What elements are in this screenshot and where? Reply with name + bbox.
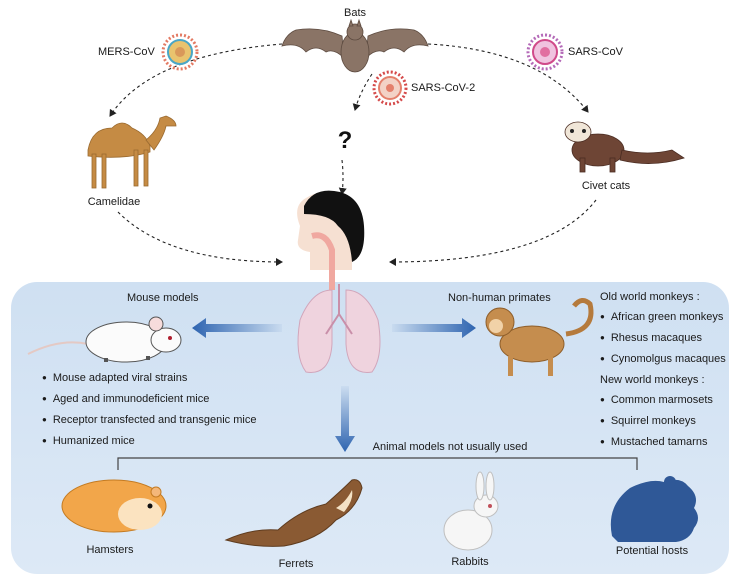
hamsters-label: Hamsters xyxy=(86,544,133,557)
lungs-icon xyxy=(298,284,380,372)
list-item: Squirrel monkeys xyxy=(600,411,726,432)
mers-virus-icon xyxy=(163,35,197,69)
list-item: Humanized mice xyxy=(42,431,256,452)
sars2-virus-icon xyxy=(374,72,406,104)
list-item: Cynomolgus macaques xyxy=(600,349,726,370)
primates-list: Old world monkeys : African green monkey… xyxy=(600,287,726,453)
arrow-to-primates xyxy=(392,318,476,338)
list-item: Receptor transfected and transgenic mice xyxy=(42,410,256,431)
arrow-to-other-animals xyxy=(335,386,355,452)
monkey-icon xyxy=(486,300,591,376)
hamster-icon xyxy=(62,480,166,532)
question-mark: ? xyxy=(338,127,353,154)
old-world-monkeys-heading: Old world monkeys : xyxy=(600,287,726,307)
arrow-camelidae-to-human xyxy=(118,212,282,262)
camel-icon xyxy=(88,116,176,188)
civet-icon xyxy=(565,122,684,172)
sars-cov-2-label: SARS-CoV-2 xyxy=(411,82,475,95)
bat-icon xyxy=(282,20,428,72)
arrow-to-mouse-models xyxy=(192,318,282,338)
rat-silhouette-icon xyxy=(611,476,698,542)
mouse-icon xyxy=(28,317,181,362)
list-item: Common marmosets xyxy=(600,390,726,411)
non-human-primates-title: Non-human primates xyxy=(448,292,551,305)
ferret-icon xyxy=(226,480,362,547)
rabbit-icon xyxy=(444,472,498,550)
ferrets-label: Ferrets xyxy=(279,558,314,571)
arrow-bats-to-question xyxy=(355,74,372,110)
bracket-line xyxy=(118,458,637,470)
sars-cov-label: SARS-CoV xyxy=(568,46,623,59)
rabbits-label: Rabbits xyxy=(451,556,488,569)
list-item: Mouse adapted viral strains xyxy=(42,368,256,389)
arrow-bats-to-civet xyxy=(428,44,588,112)
camelidae-label: Camelidae xyxy=(88,196,141,209)
mouse-models-title: Mouse models xyxy=(127,292,199,305)
potential-hosts-label: Potential hosts xyxy=(616,545,688,558)
list-item: African green monkeys xyxy=(600,307,726,328)
mouse-models-list: Mouse adapted viral strains Aged and imm… xyxy=(42,368,256,452)
bats-label: Bats xyxy=(344,7,366,20)
list-item: Mustached tamarns xyxy=(600,432,726,453)
mers-cov-label: MERS-CoV xyxy=(98,46,155,59)
arrow-question-to-human xyxy=(342,160,343,194)
new-world-list: Common marmosets Squirrel monkeys Mustac… xyxy=(600,390,726,453)
arrow-civet-to-human xyxy=(390,200,596,262)
new-world-monkeys-heading: New world monkeys : xyxy=(600,370,726,390)
civet-cats-label: Civet cats xyxy=(582,180,630,193)
list-item: Rhesus macaques xyxy=(600,328,726,349)
old-world-list: African green monkeys Rhesus macaques Cy… xyxy=(600,307,726,370)
list-item: Aged and immunodeficient mice xyxy=(42,389,256,410)
human-head-icon xyxy=(297,191,364,290)
sars-virus-icon xyxy=(528,35,562,69)
not-usually-used-title: Animal models not usually used xyxy=(373,441,528,454)
